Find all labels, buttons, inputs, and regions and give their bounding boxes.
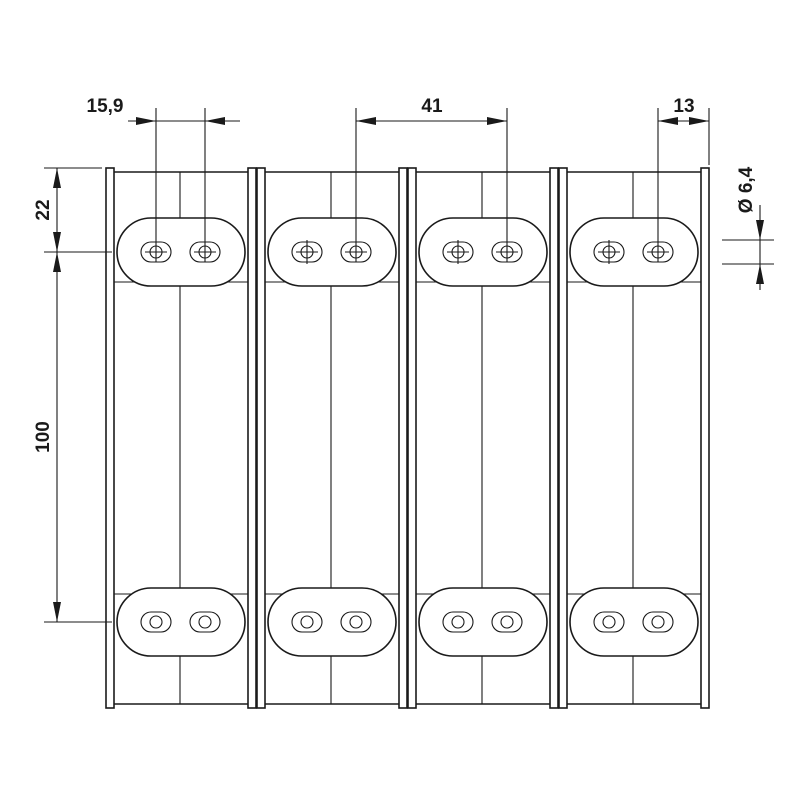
module-1 — [105, 167, 257, 709]
dimension-label-13: 13 — [673, 96, 694, 117]
dimension-label-41: 41 — [421, 96, 443, 117]
dimension-15-9: 15,9 — [87, 96, 240, 125]
module-4 — [558, 167, 710, 709]
dimension-vertical: 22 100 — [33, 167, 112, 623]
dimension-label-22: 22 — [33, 199, 54, 220]
dimension-label-diameter: Ø 6,4 — [736, 166, 757, 213]
dimension-hole-diameter: Ø 6,4 — [722, 166, 774, 290]
module-3 — [407, 167, 559, 709]
module-2 — [256, 167, 408, 709]
dimension-41: 41 — [356, 96, 507, 125]
dimension-13: 13 — [658, 96, 710, 165]
dimension-label-15-9: 15,9 — [87, 96, 124, 117]
dimension-label-100: 100 — [33, 421, 54, 453]
hole-center-lines — [145, 108, 669, 264]
